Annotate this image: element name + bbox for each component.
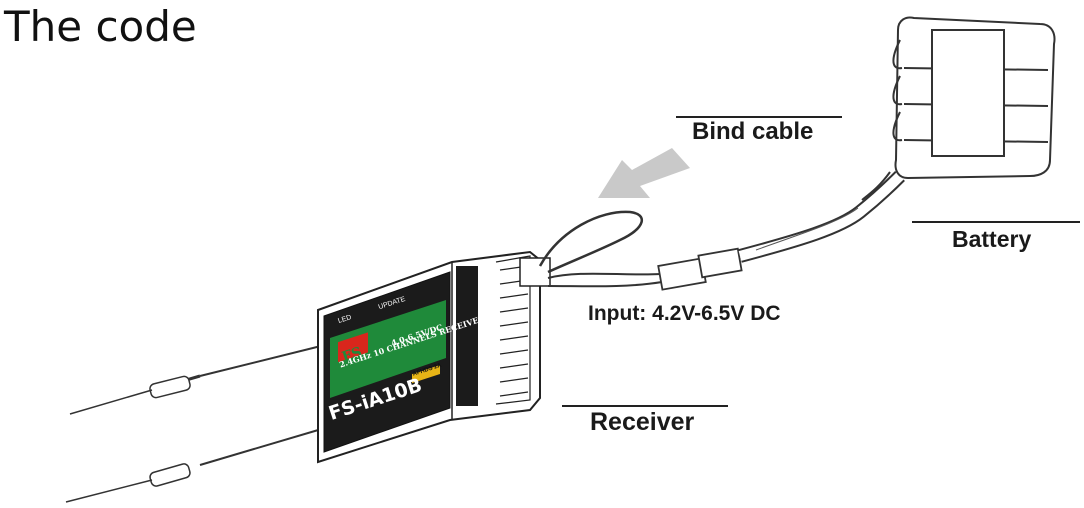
protocol-badge: [412, 365, 440, 384]
bind-cable-arrow: [598, 148, 690, 198]
bind-cable-loop: [538, 210, 643, 274]
antenna-upper: [69, 344, 326, 415]
input-voltage-label: Input: 4.2V-6.5V DC: [588, 302, 781, 325]
receiver-green-band: [330, 300, 446, 398]
brand-logo: [338, 332, 368, 363]
page-title: The code: [4, 2, 197, 51]
receiver-label: Receiver: [590, 408, 695, 436]
battery-cable: [547, 171, 905, 291]
antenna-lower: [65, 427, 326, 503]
receiver-body: [317, 250, 551, 464]
battery-pack: [861, 16, 1056, 201]
bind-cable-label: Bind cable: [692, 118, 814, 145]
battery-label: Battery: [952, 226, 1032, 252]
